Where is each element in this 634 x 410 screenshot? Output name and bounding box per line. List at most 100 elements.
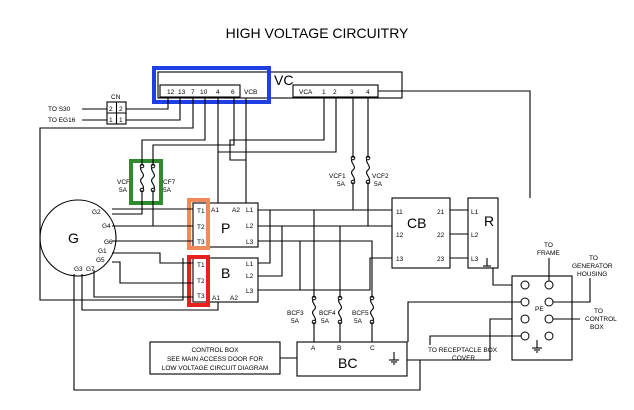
p-l2: L2	[246, 223, 254, 230]
bc-ground-icon	[389, 352, 399, 365]
fuse-bcf5: BCF5 5A	[352, 295, 375, 325]
b-l2: L2	[246, 273, 254, 280]
to-gen-l1: TO	[589, 255, 598, 262]
fuse-bcf4: BCF4 5A	[319, 295, 343, 325]
cn-pin-2b: 2	[119, 106, 123, 113]
cb-22: 22	[437, 232, 445, 239]
vc-pin-10: 10	[200, 89, 208, 96]
red-highlight	[187, 255, 210, 307]
fuse-bcf3: BCF3 5A	[287, 295, 317, 325]
vc-left-pinstrip	[159, 84, 241, 98]
vc-pin-7: 7	[191, 89, 195, 96]
vc-pin-6: 6	[231, 89, 235, 96]
cn-label: CN	[111, 94, 121, 101]
r-l2: L2	[471, 232, 479, 239]
fuse-cf7: CF7 5A	[150, 163, 176, 194]
note-outline	[149, 341, 281, 375]
b-label: B	[221, 265, 230, 281]
vc-pin-r4: 4	[366, 89, 370, 96]
vc-label: VC	[274, 72, 293, 88]
gen-terminal-g1: G1	[98, 248, 107, 255]
to-receptacle-l2: COVER	[452, 355, 475, 362]
to-eg16-label: TO EG16	[48, 117, 76, 124]
cn-pin-1b: 1	[119, 117, 123, 124]
r-ground-icon	[483, 258, 491, 269]
to-ctrl-l1: TO	[594, 308, 603, 315]
diagram-title: HIGH VOLTAGE CIRCUITRY	[226, 25, 409, 41]
vc-pin-vca: VCA	[299, 89, 313, 96]
fuse-cf7-rating: 5A	[163, 187, 172, 194]
cb-11: 11	[396, 209, 403, 216]
cn-pin-2a: 2	[109, 106, 113, 113]
b-outline	[192, 257, 259, 303]
p-t3: T3	[197, 239, 205, 246]
to-ctrl-l3: BOX	[590, 324, 604, 331]
fuse-vcf1: VCF1 5A	[329, 155, 356, 188]
p-outline	[192, 202, 259, 248]
gen-terminal-g6: G6	[104, 239, 113, 246]
p-t1: T1	[197, 208, 205, 215]
gen-terminal-g5: G5	[96, 257, 105, 264]
fuse-bcf5-rating: 5A	[354, 318, 363, 325]
gen-terminal-g3: G3	[74, 266, 83, 273]
green-highlight	[129, 159, 163, 205]
p-a2: A2	[232, 207, 240, 214]
to-frame-l1: TO	[544, 242, 553, 249]
cb-13: 13	[396, 256, 404, 263]
vc-pin-r1: 1	[322, 89, 326, 96]
fuse-vcf2-label: VCF2	[372, 173, 389, 180]
cb-breaker: CB 11 12 13 21 22 23	[391, 197, 451, 269]
pe-ground-icon	[532, 340, 542, 353]
fuse-bcf3-label: BCF3	[287, 310, 304, 317]
fuse-bcf4-label: BCF4	[319, 310, 336, 317]
fuse-vcf1-label: VCF1	[329, 173, 346, 180]
fuse-bcf4-rating: 5A	[321, 318, 330, 325]
generator-label: G	[68, 230, 79, 246]
p-l1: L1	[246, 207, 254, 214]
gen-terminal-g4: G4	[102, 223, 111, 230]
blue-highlight	[152, 66, 271, 104]
fuse-cf7-label: CF7	[163, 179, 176, 186]
bc-outline	[296, 341, 408, 377]
gen-terminal-g2: G2	[92, 209, 101, 216]
b-t2: T2	[197, 278, 205, 285]
fuse-vcf2-rating: 5A	[374, 181, 383, 188]
b-l3: L3	[246, 288, 254, 295]
note-line-3: LOW VOLTAGE CIRCUIT DIAGRAM	[162, 365, 269, 372]
bc-c: C	[370, 345, 375, 352]
r-block: R L1 L2 L3	[467, 197, 499, 269]
p-t2: T2	[197, 224, 205, 231]
p-a1: A1	[211, 207, 219, 214]
b-t3: T3	[197, 293, 205, 300]
fuse-bcf3-rating: 5A	[291, 318, 300, 325]
p-l3: L3	[246, 239, 254, 246]
fuse-vcf1-rating: 5A	[337, 181, 346, 188]
vc-pin-13: 13	[178, 89, 186, 96]
vc-pin-12: 12	[167, 89, 175, 96]
wiring	[39, 90, 591, 391]
r-label: R	[484, 213, 494, 229]
to-receptacle-l1: TO RECEPTACLE BOX	[428, 347, 498, 354]
vc-pin-4: 4	[216, 89, 220, 96]
pe-block: PE TO FRAME TO GENERATOR HOUSING TO CONT…	[428, 242, 617, 362]
cb-21: 21	[437, 209, 445, 216]
vc-pin-r2: 2	[333, 89, 337, 96]
r-outline	[467, 197, 499, 269]
fuse-vcf-rating: 5A	[119, 187, 128, 194]
bc-b: B	[337, 345, 341, 352]
b-contactor: B T1 T2 T3 A1 A2 L1 L2 L3	[192, 257, 259, 303]
p-label: P	[221, 220, 230, 236]
to-ctrl-l2: CONTROL	[585, 316, 617, 323]
to-gen-l3: HOUSING	[577, 271, 607, 278]
r-l1: L1	[471, 209, 479, 216]
control-box-note: CONTROL BOX SEE MAIN ACCESS DOOR FOR LOW…	[149, 341, 281, 375]
vc-pin-vcb: VCB	[244, 89, 257, 96]
orange-highlight	[187, 198, 210, 250]
fuse-vcf-label: VCF	[117, 179, 130, 186]
note-line-2: SEE MAIN ACCESS DOOR FOR	[167, 356, 263, 363]
cb-outline	[391, 197, 451, 269]
fuse-vcf2: VCF2 5A	[365, 155, 389, 188]
bc-block: BC A B C	[296, 341, 408, 377]
b-a2: A2	[230, 295, 238, 302]
